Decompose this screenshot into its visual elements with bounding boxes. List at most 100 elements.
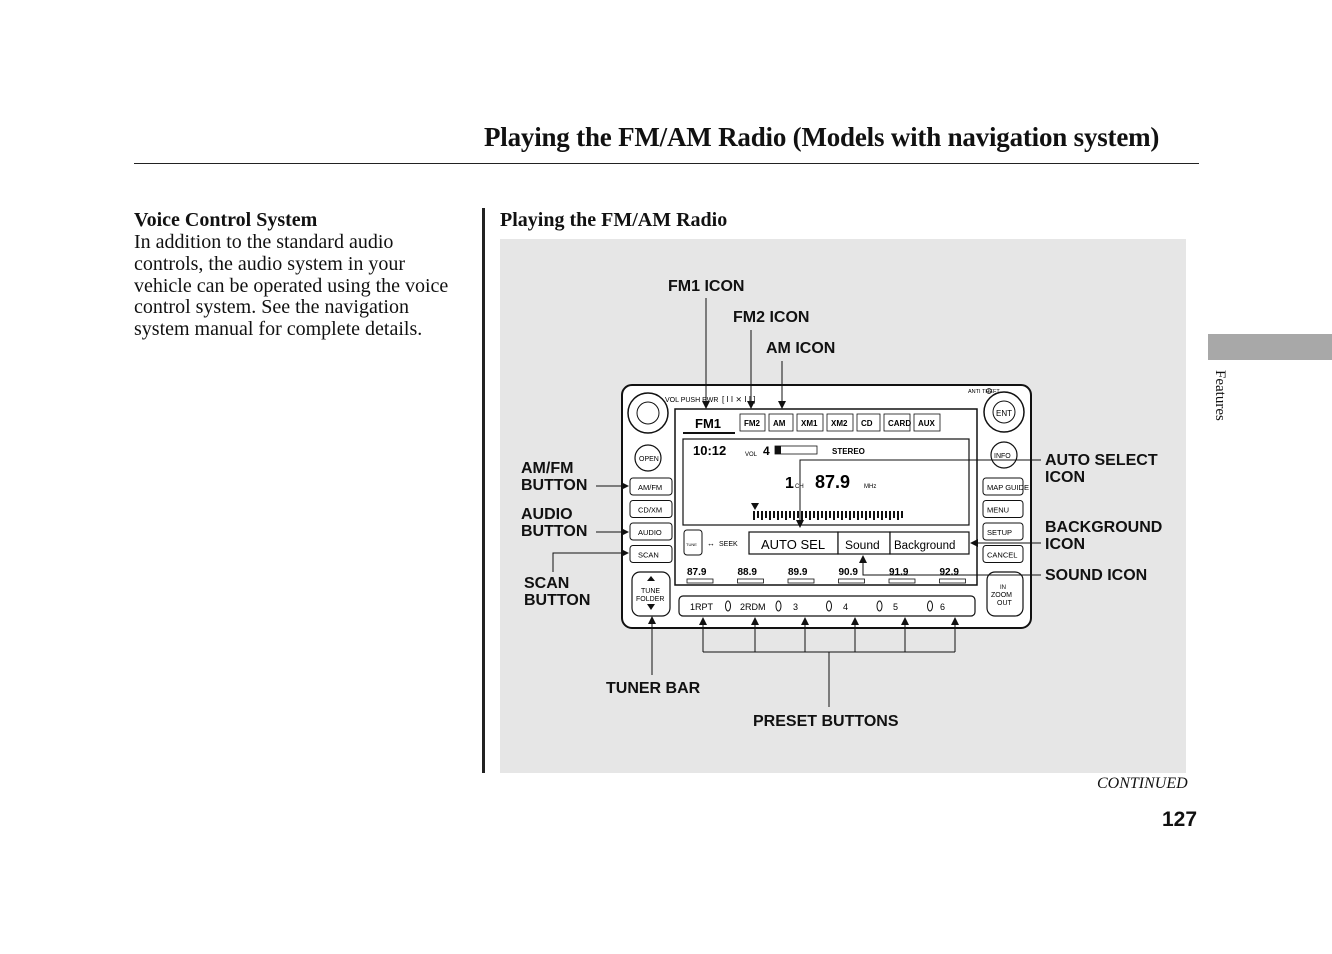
callout-am-icon: AM ICON bbox=[766, 340, 836, 357]
source-tab-label: CARD bbox=[888, 419, 911, 428]
tuner-tick bbox=[753, 511, 755, 520]
left-button-label: AUDIO bbox=[638, 528, 662, 537]
vol-value: 4 bbox=[763, 444, 770, 458]
tuner-tick bbox=[765, 511, 767, 518]
tuner-tick bbox=[865, 511, 867, 520]
right-buttons: MAP GUIDE MENU SETUP CANCEL bbox=[982, 477, 1029, 563]
tuner-tick bbox=[781, 511, 783, 518]
page-title: Playing the FM/AM Radio (Models with nav… bbox=[484, 122, 1160, 152]
source-tab-xm1[interactable]: XM1 bbox=[796, 413, 824, 432]
tuner-tick bbox=[873, 511, 875, 520]
source-tab-label: AM bbox=[773, 419, 786, 428]
left-button-scan[interactable]: SCAN bbox=[629, 545, 673, 563]
preset-frequency: 91.9 bbox=[889, 567, 909, 578]
right-button-menu[interactable]: MENU bbox=[982, 500, 1024, 518]
source-tab-label: FM1 bbox=[695, 416, 721, 431]
preset-button-label: 1RPT bbox=[690, 602, 714, 612]
tuner-tick bbox=[845, 511, 847, 518]
sound-label: Sound bbox=[845, 538, 880, 552]
preset-button-3[interactable]: 3 bbox=[793, 600, 832, 612]
preset-frequency: 90.9 bbox=[839, 567, 859, 578]
zoom-knob bbox=[986, 571, 1024, 617]
source-tab-am[interactable]: AM bbox=[768, 413, 794, 432]
callout-fm2-icon: FM2 ICON bbox=[733, 309, 810, 326]
source-tab-label: XM1 bbox=[801, 419, 818, 428]
figure-heading: Playing the FM/AM Radio bbox=[500, 209, 728, 231]
frequency: 87.9 bbox=[815, 472, 850, 492]
tuner-tick bbox=[821, 511, 823, 518]
tuner-tick bbox=[773, 511, 775, 518]
preset-button-label: 5 bbox=[893, 602, 898, 612]
source-tab-aux[interactable]: AUX bbox=[913, 413, 941, 432]
right-button-cancel[interactable]: CANCEL bbox=[982, 545, 1024, 563]
right-button-label: CANCEL bbox=[987, 551, 1017, 560]
tuner-tick bbox=[897, 511, 899, 520]
tune-label-2: TUNE bbox=[641, 588, 660, 595]
tuner-tick bbox=[841, 511, 843, 520]
preset-indicator bbox=[939, 578, 966, 584]
preset-button-label: 4 bbox=[843, 602, 848, 612]
source-tab-xm2[interactable]: XM2 bbox=[826, 413, 854, 432]
tuner-bar-graphic bbox=[753, 511, 903, 520]
tuner-tick bbox=[797, 511, 799, 518]
tuner-tick bbox=[901, 511, 903, 518]
preset-frequency: 89.9 bbox=[788, 567, 808, 578]
left-button-amfm[interactable]: AM/FM bbox=[629, 477, 673, 496]
source-tab-label: CD bbox=[861, 419, 873, 428]
tuner-tick bbox=[793, 511, 795, 520]
preset-button-label: 2RDM bbox=[740, 602, 766, 612]
preset-indicator bbox=[888, 578, 916, 584]
info-button-label: INFO bbox=[994, 453, 1011, 460]
preset-frequency: 88.9 bbox=[738, 567, 758, 578]
mhz-label: MHz bbox=[864, 484, 876, 490]
right-button-setup[interactable]: SETUP bbox=[982, 522, 1024, 541]
zoom-label: ZOOM bbox=[991, 592, 1012, 599]
right-button-label: MENU bbox=[987, 506, 1009, 515]
left-button-audio[interactable]: AUDIO bbox=[629, 522, 673, 541]
tuner-tick bbox=[809, 511, 811, 520]
lcd-screen bbox=[682, 438, 970, 526]
source-tab-fm2[interactable]: FM2 bbox=[739, 413, 766, 432]
preset-frequency: 92.9 bbox=[940, 567, 960, 578]
callout-sound-icon: SOUND ICON bbox=[1045, 567, 1148, 584]
preset-button-6[interactable]: 6 bbox=[940, 602, 945, 612]
ch-label: CH bbox=[795, 484, 804, 490]
preset-buttons: 1RPT 2RDM 3 4 5 6 bbox=[690, 600, 945, 612]
right-button-label: SETUP bbox=[987, 528, 1012, 537]
source-tab-cd[interactable]: CD bbox=[856, 413, 881, 432]
tuner-tick bbox=[817, 511, 819, 520]
preset-indicator bbox=[787, 578, 815, 584]
tune-label: TUNE bbox=[686, 542, 697, 547]
left-button-label: AM/FM bbox=[638, 483, 662, 492]
source-tab-fm1[interactable]: FM1 bbox=[695, 416, 721, 431]
tuner-tick bbox=[813, 511, 815, 518]
open-button-label: OPEN bbox=[639, 456, 659, 463]
right-button-mapguide[interactable]: MAP GUIDE bbox=[982, 477, 1029, 496]
left-buttons: AM/FM CD/XM AUDIO SCAN bbox=[629, 477, 673, 563]
tuner-tick bbox=[877, 511, 879, 518]
preset-button-5[interactable]: 5 bbox=[893, 600, 933, 612]
preset-indicator bbox=[838, 578, 865, 584]
preset-button-4[interactable]: 4 bbox=[843, 600, 883, 612]
tuner-tick bbox=[881, 511, 883, 520]
tuner-tick bbox=[757, 511, 759, 518]
source-tab-card[interactable]: CARD bbox=[883, 413, 911, 432]
callout-fm1-icon: FM1 ICON bbox=[668, 278, 745, 295]
tuner-tick bbox=[869, 511, 871, 518]
channel-number: 1 bbox=[785, 475, 794, 492]
continued-note: CONTINUED bbox=[1097, 775, 1188, 792]
preset-button-1[interactable]: 1RPT bbox=[690, 600, 731, 612]
preset-button-2[interactable]: 2RDM bbox=[740, 600, 782, 612]
left-button-cdxm[interactable]: CD/XM bbox=[629, 500, 673, 518]
source-tab-label: XM2 bbox=[831, 419, 848, 428]
stereo-indicator: STEREO bbox=[832, 447, 865, 456]
clock: 10:12 bbox=[693, 443, 726, 458]
tuner-tick bbox=[889, 511, 891, 520]
tuner-tick bbox=[805, 511, 807, 518]
zoom-in-label: IN bbox=[1000, 585, 1006, 591]
